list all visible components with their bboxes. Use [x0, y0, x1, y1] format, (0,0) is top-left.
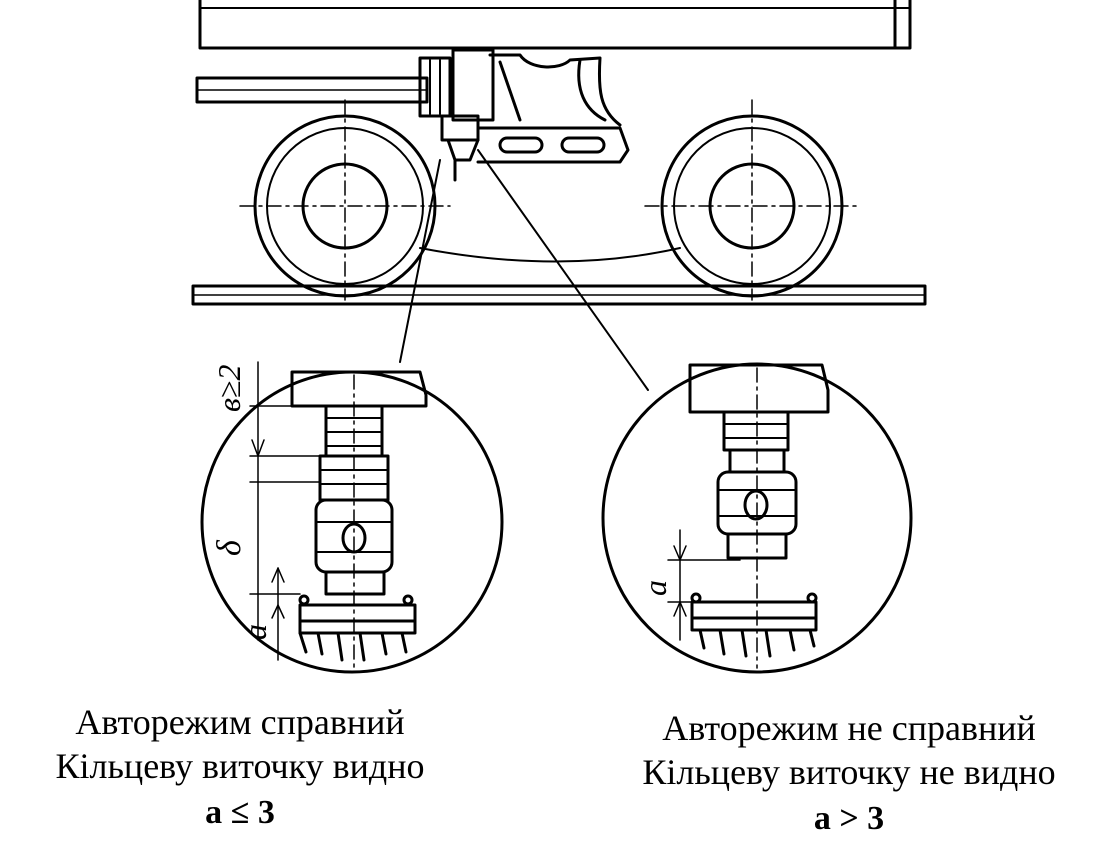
car-body — [198, 0, 912, 50]
detail-circle-left — [200, 361, 504, 674]
dim-label-a-left: a — [237, 624, 273, 640]
slotted-bracket — [476, 126, 630, 164]
dim-label-a-right: a — [637, 580, 673, 596]
caption-left-status: Авторежим справний — [75, 702, 405, 742]
rail — [191, 284, 927, 306]
dim-label-delta: δ — [211, 539, 248, 556]
leader-line-left — [399, 159, 441, 363]
leader-line-right — [477, 149, 649, 391]
dim-label-b-min: в≥2 — [211, 365, 247, 412]
caption-right-formula: a > 3 — [813, 800, 885, 837]
bogie-pedestal — [488, 53, 622, 127]
caption-right-status: Авторежим не справний — [662, 708, 1036, 748]
caption-left: Авторежим справний Кільцеву виточку видн… — [10, 700, 470, 838]
caption-left-formula: a ≤ 3 — [205, 794, 275, 831]
bolster-beam — [195, 76, 429, 104]
caption-right-groove: Кільцеву виточку не видно — [642, 752, 1056, 792]
caption-left-groove: Кільцеву виточку видно — [55, 746, 425, 786]
right-wheel — [644, 99, 861, 301]
caption-right: Авторежим не справний Кільцеву виточку н… — [600, 706, 1098, 844]
detail-circle-right — [601, 362, 913, 674]
autoregime-mechanism — [418, 48, 495, 182]
spring-arc — [419, 247, 681, 263]
left-wheel — [239, 99, 451, 301]
